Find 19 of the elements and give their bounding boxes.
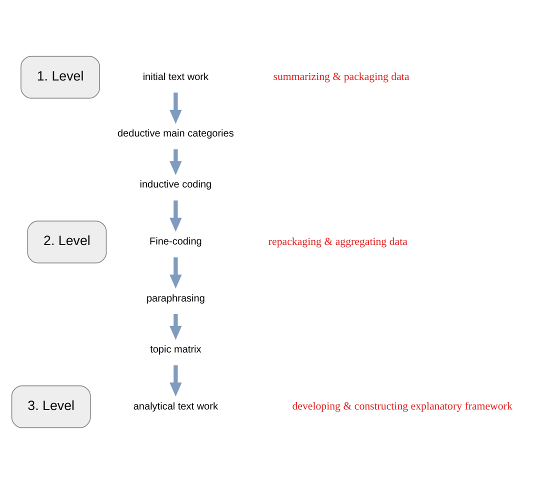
arrow [170,92,182,124]
arrow [170,364,182,396]
node-text: analytical text work [133,400,218,412]
node-text: initial text work [142,71,209,82]
node-text: paraphrasing [146,292,205,304]
node-box: 1. Level [20,55,100,98]
node-box: 3. Level [11,384,91,428]
node-text: topic matrix [150,344,202,355]
node-box: 2. Level [27,220,107,263]
arrow [170,148,182,175]
arrow [170,200,182,232]
label: repackaging & aggregating data [268,235,408,248]
node-text: deductive main categories [118,128,234,140]
label: developing & constructing explanatory framework [292,400,512,412]
arrow [170,256,182,288]
node-text: inductive coding [140,179,212,190]
node-text: Fine-coding [150,236,202,248]
label: summarizing & packaging data [273,70,410,83]
arrow [170,313,182,340]
